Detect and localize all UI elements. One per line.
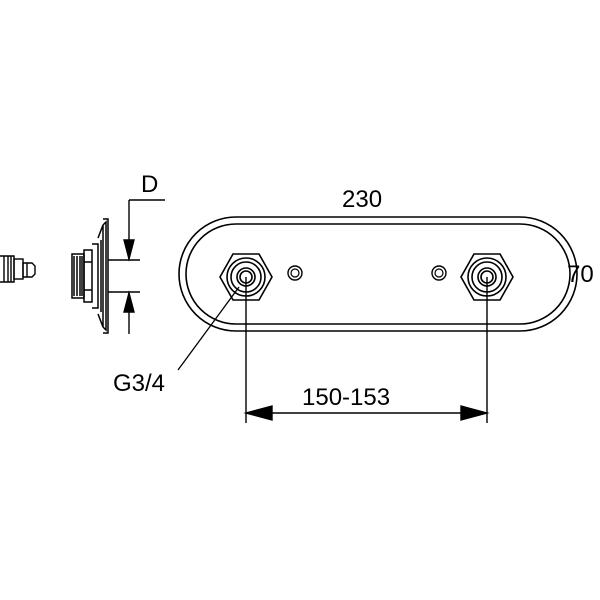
depth-dimension — [108, 199, 165, 334]
center-distance-label: 150-153 — [302, 384, 390, 411]
wall-plate-front — [178, 216, 578, 332]
side-view-assembly — [71, 218, 109, 334]
depth-label: D — [141, 171, 158, 198]
thread-label: G3/4 — [113, 370, 165, 397]
mounting-hole-left — [287, 265, 303, 281]
width-label: 230 — [342, 186, 382, 213]
thread-leader — [177, 286, 240, 371]
hex-nut-left — [219, 253, 273, 301]
mounting-hole-right — [431, 265, 447, 281]
center-distance-dimension — [243, 277, 490, 423]
fitting-part — [0, 255, 36, 283]
height-label: 70 — [567, 261, 594, 288]
